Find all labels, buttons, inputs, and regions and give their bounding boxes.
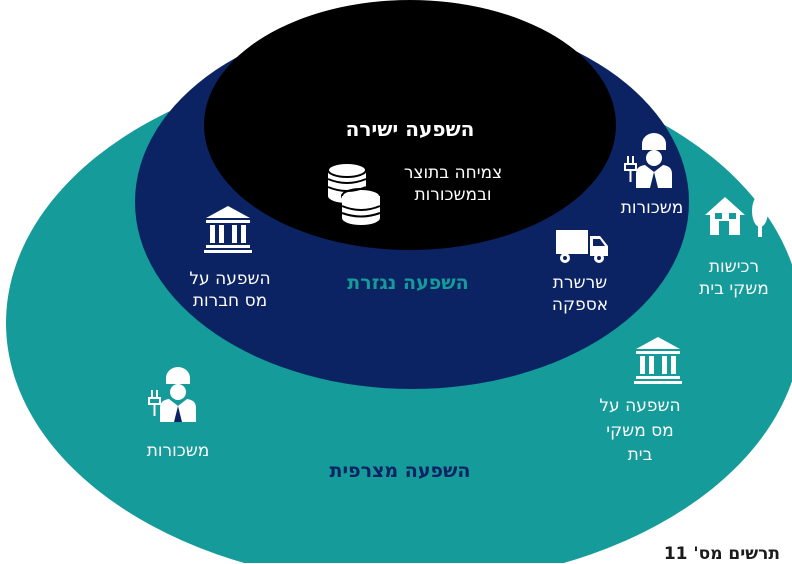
indirect-wages-label: משכורות — [620, 198, 684, 218]
supply-chain-label: שרשרת אספקה — [525, 272, 635, 316]
cumulative-impact-title: השפעה מצרפית — [329, 460, 471, 482]
corporate-tax-label: השפעה על מס חברות — [160, 268, 300, 312]
corporate-tax-line2: מס חברות — [192, 291, 268, 312]
household-tax-line1: השפעה על — [599, 396, 681, 416]
household-tax-label: השפעה על מס משקי בית — [580, 394, 700, 468]
house-icon — [705, 195, 768, 237]
corporate-tax-line1: השפעה על — [189, 269, 271, 289]
truck-icon — [556, 230, 608, 263]
household-purchases-label: רכישות משקי בית — [676, 256, 792, 300]
direct-impact-title: השפעה ישירה — [345, 117, 475, 141]
supply-chain-line2: אספקה — [551, 295, 609, 316]
household-tax-line2: מס משקי — [606, 420, 674, 441]
household-tax-line3: בית — [627, 445, 653, 466]
household-purchases-line1: רכישות — [708, 257, 760, 277]
direct-item-line2: ובמשכורות — [414, 185, 492, 206]
supply-chain-line1: שרשרת — [552, 273, 608, 293]
figure-caption: תרשים מס' 11 — [663, 544, 780, 564]
direct-impact-core — [204, 0, 616, 250]
coins-icon — [327, 162, 381, 225]
cumulative-wages-label: משכורות — [146, 441, 210, 461]
direct-output-growth-label: צמיחה בתוצר ובמשכורות — [368, 162, 538, 206]
household-purchases-line2: משקי בית — [699, 279, 769, 300]
direct-item-line1: צמיחה בתוצר — [403, 163, 503, 183]
indirect-impact-title: השפעה נגזרת — [347, 272, 469, 294]
